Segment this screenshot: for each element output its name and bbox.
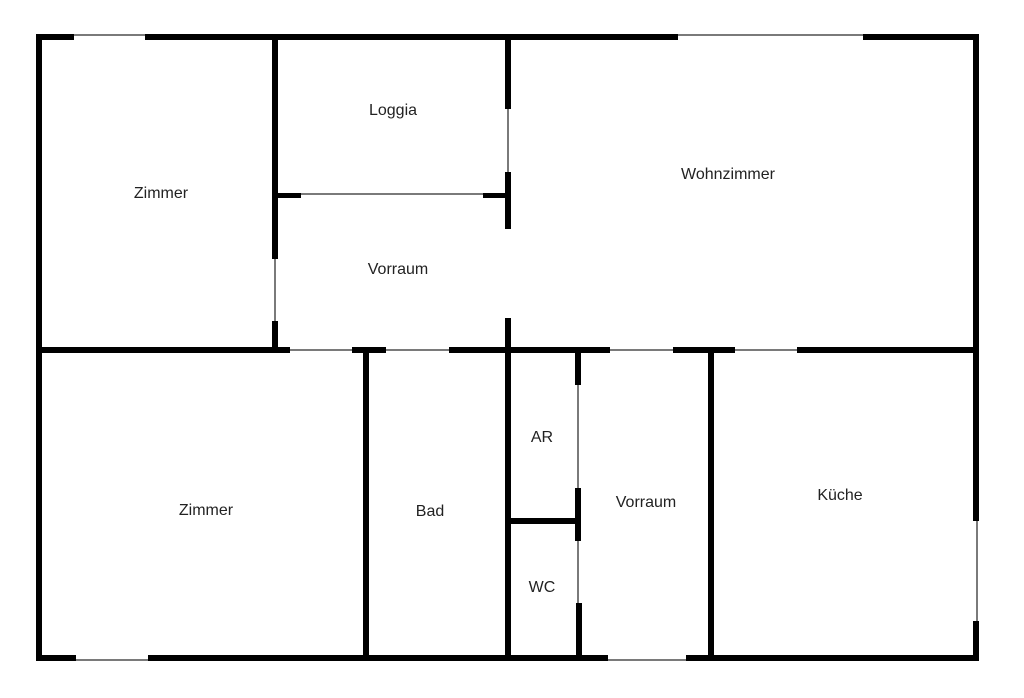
wall-segment xyxy=(575,488,581,541)
room-label-kueche: Küche xyxy=(817,487,863,504)
wall-segment xyxy=(483,193,511,198)
wall-segment xyxy=(576,603,582,661)
opening-line xyxy=(290,349,352,351)
wall-segment xyxy=(36,347,290,353)
wall-segment xyxy=(797,347,979,353)
room-label-loggia: Loggia xyxy=(368,102,418,119)
wall-segment xyxy=(36,34,74,40)
opening-line xyxy=(507,109,509,172)
opening-line xyxy=(76,659,148,661)
room-label-vorraum-1: Vorraum xyxy=(367,261,429,278)
room-label-bad: Bad xyxy=(415,503,445,520)
wall-segment xyxy=(863,34,979,40)
room-label-wc: WC xyxy=(528,579,556,596)
wall-segment xyxy=(505,172,511,229)
wall-segment xyxy=(363,347,369,661)
wall-segment xyxy=(148,655,608,661)
wall-segment xyxy=(352,347,386,353)
opening-line xyxy=(976,521,978,621)
wall-segment xyxy=(505,347,511,661)
opening-line xyxy=(274,259,276,321)
opening-line xyxy=(386,349,449,351)
wall-segment xyxy=(272,193,301,198)
opening-line xyxy=(678,34,863,36)
wall-segment xyxy=(505,34,511,109)
opening-line xyxy=(577,541,579,603)
room-label-vorraum-2: Vorraum xyxy=(615,494,677,511)
opening-line xyxy=(74,34,145,36)
wall-segment xyxy=(973,621,979,661)
wall-segment xyxy=(708,347,714,661)
opening-line xyxy=(735,349,797,351)
opening-line xyxy=(577,385,579,488)
wall-segment xyxy=(673,347,735,353)
room-label-ar: AR xyxy=(530,429,554,446)
wall-segment xyxy=(36,655,76,661)
wall-segment xyxy=(686,655,979,661)
wall-segment xyxy=(272,34,278,259)
wall-segment xyxy=(511,518,577,524)
wall-segment xyxy=(505,318,511,353)
opening-line xyxy=(301,193,483,195)
room-label-zimmer-1: Zimmer xyxy=(133,185,189,202)
wall-segment xyxy=(272,321,278,353)
opening-line xyxy=(608,659,686,661)
wall-segment xyxy=(145,34,678,40)
room-label-wohnzimmer: Wohnzimmer xyxy=(681,166,775,183)
room-label-zimmer-2: Zimmer xyxy=(178,502,234,519)
opening-line xyxy=(610,349,673,351)
wall-segment xyxy=(449,347,610,353)
wall-segment xyxy=(973,34,979,521)
wall-segment xyxy=(575,353,581,385)
